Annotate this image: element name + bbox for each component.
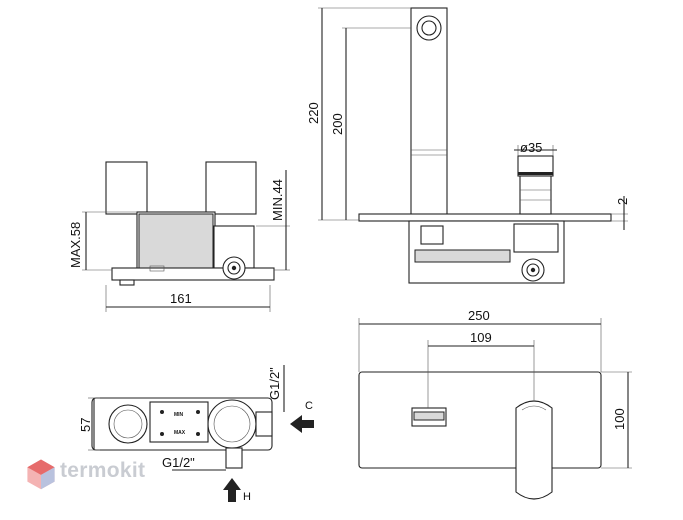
top-handle-left [108,404,148,444]
dim-200: 200 [330,113,345,135]
dim-d35: ø35 [520,140,542,155]
plate-spout [515,400,553,500]
dim-100: 100 [612,408,627,430]
plate-outline [358,371,602,469]
cold-arrow-icon [290,415,314,433]
hot-arrow-icon [223,478,241,502]
dim-250: 250 [468,308,490,323]
front-handle-left [105,161,148,215]
watermark-text: termokit [60,459,146,482]
side-column [410,7,448,219]
side-wall-plate [358,213,612,222]
front-view: MAX.58 MIN.44 161 [68,161,290,312]
side-view: 220 200 ø35 2 [306,7,630,284]
port-g12-bottom: G1/2" [162,455,195,470]
front-base [111,267,275,281]
dim-161: 161 [170,291,192,306]
port-cold: C [305,400,313,412]
dim-109: 109 [470,330,492,345]
dim-2: 2 [615,198,630,205]
plate-view: 250 109 100 [358,308,632,500]
label-min: MIN [174,412,184,418]
dim-min44: MIN.44 [270,179,285,221]
top-view: MIN MAX 57 G1/2" G1/2" C H [78,365,314,503]
port-g12-side: G1/2" [267,367,282,400]
front-handle-right [205,161,257,215]
top-handle-right [207,399,257,449]
dim-220: 220 [306,102,321,124]
dim-max58: MAX.58 [68,222,83,268]
termokit-logo-icon [27,459,55,490]
label-max: MAX [174,430,186,436]
dim-57: 57 [78,418,93,432]
port-hot: H [243,491,251,503]
